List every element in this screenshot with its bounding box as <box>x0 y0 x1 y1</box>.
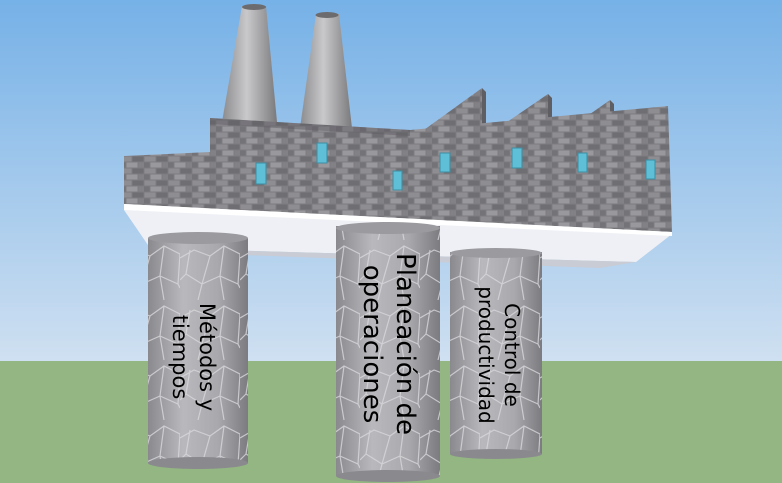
smokestack-right <box>300 14 352 128</box>
pillar-2: Planeación de operaciones <box>336 222 440 482</box>
smokestack-left <box>222 6 277 122</box>
window <box>316 142 328 164</box>
window <box>439 152 451 173</box>
windows <box>255 142 656 191</box>
window <box>511 147 523 169</box>
pillar-1-label-line-1: Métodos y <box>195 303 219 411</box>
window <box>255 162 267 185</box>
pillar-1: Métodos y tiempos <box>148 232 248 469</box>
pillar-2-label-line-2: operaciones <box>357 265 387 423</box>
window <box>392 170 403 191</box>
pillar-3-label-line-1: Control de <box>500 303 524 407</box>
pillar-1-label-line-2: tiempos <box>168 315 192 400</box>
pillar-3: Control de productividad <box>450 248 542 459</box>
window <box>577 152 588 173</box>
smokestacks <box>222 4 352 128</box>
pillar-3-label-line-2: productividad <box>474 286 498 424</box>
pillar-2-label-line-1: Planeación de <box>390 253 420 435</box>
left-wing-wall <box>124 152 210 214</box>
window <box>645 159 656 180</box>
